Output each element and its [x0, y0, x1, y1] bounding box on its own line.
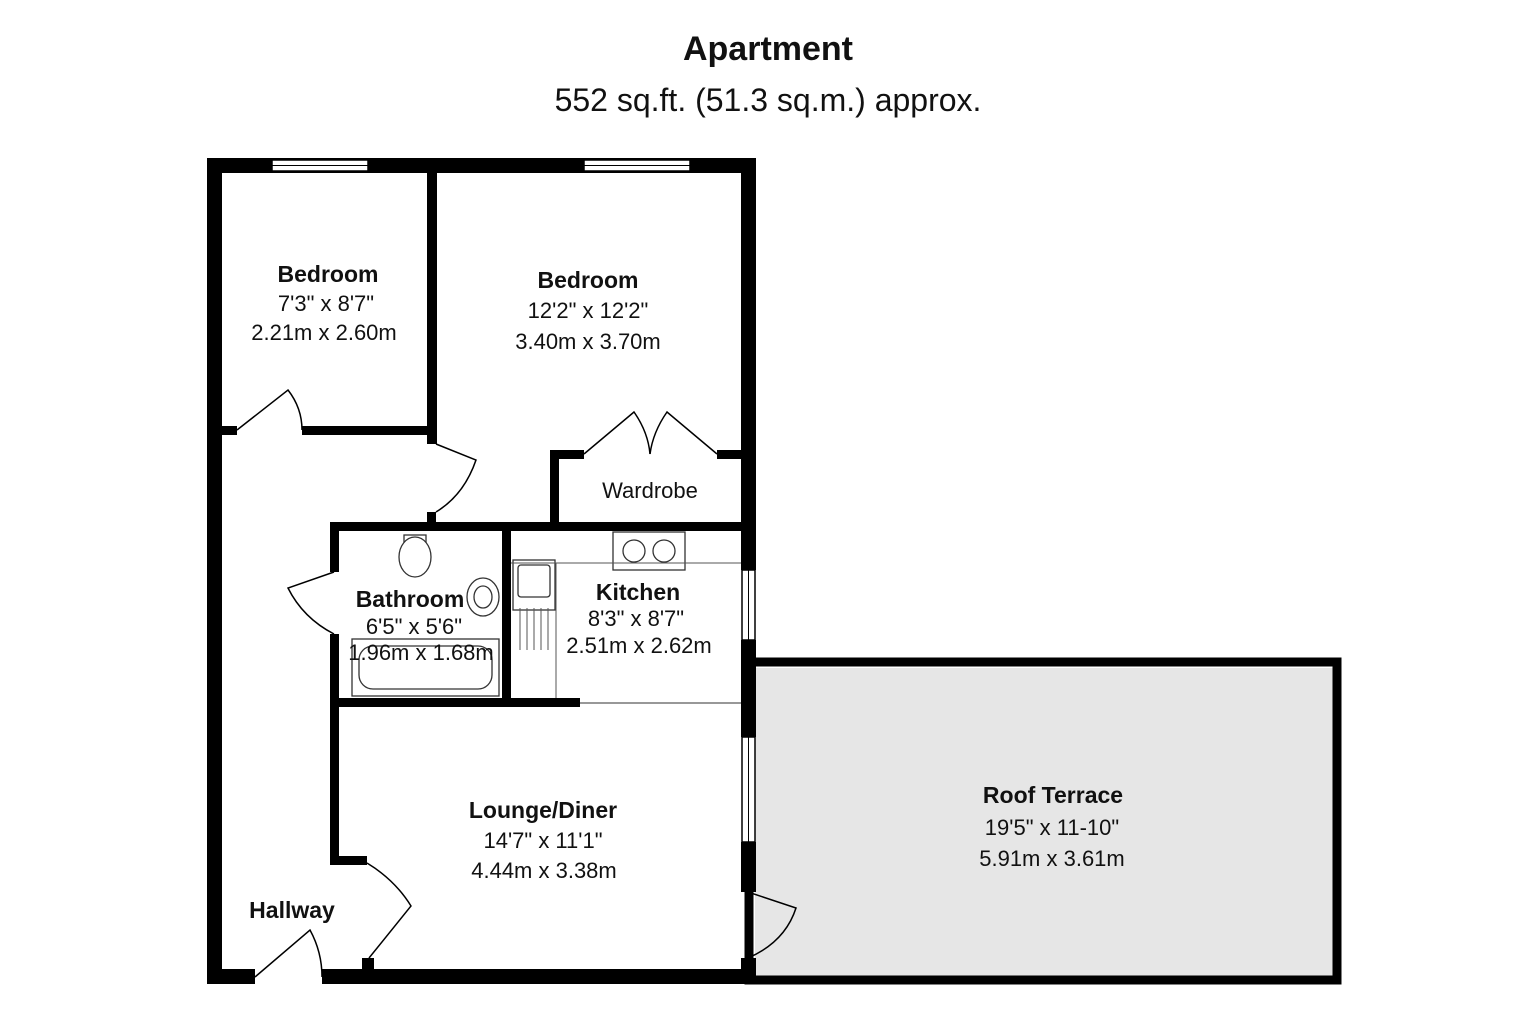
lounge-metric: 4.44m x 3.38m — [471, 858, 617, 883]
door-lounge — [366, 862, 412, 959]
basin-bowl-icon — [473, 585, 493, 609]
wardrobe-left-wall — [550, 450, 559, 525]
roof-terrace-area — [755, 668, 1333, 978]
bottom-wall-left — [207, 969, 255, 984]
right-wall-lower — [741, 842, 756, 892]
door-entrance — [254, 928, 323, 978]
door-bedroom1 — [236, 388, 303, 431]
lounge-imperial: 14'7" x 11'1" — [483, 828, 602, 853]
kitchen-sink-bowl-icon — [517, 564, 551, 598]
door-terrace — [747, 891, 797, 959]
bedroom1-wall-stub — [222, 426, 237, 435]
bedroom1-bottom-wall — [302, 426, 437, 435]
lounge-name: Lounge/Diner — [469, 797, 617, 823]
bedroom2-name: Bedroom — [538, 267, 639, 293]
bottom-wall-right — [322, 969, 756, 984]
hall-wall-stub — [427, 512, 436, 525]
bathroom-right-wall — [502, 522, 511, 707]
hallway-name: Hallway — [249, 897, 335, 923]
door-bathroom — [286, 571, 335, 635]
bathroom-left-wall-a — [330, 522, 339, 572]
left-wall — [207, 158, 222, 984]
fixtures — [351, 531, 686, 697]
bathroom-metric: 1.96m x 1.68m — [348, 640, 494, 665]
bedroom1-name: Bedroom — [278, 261, 379, 287]
windows — [271, 159, 756, 843]
bathroom-name: Bathroom — [356, 586, 465, 612]
door-wardrobe-left — [583, 410, 651, 455]
bedroom-divider-wall — [427, 158, 437, 444]
kitchen-metric: 2.51m x 2.62m — [566, 633, 712, 658]
wardrobe-name: Wardrobe — [602, 478, 698, 503]
hallway-notch-wall — [330, 856, 367, 865]
plan-title: Apartment — [682, 30, 854, 68]
wardrobe-top-wall-b — [717, 450, 741, 459]
bathroom-bottom-wall — [330, 698, 580, 707]
bedroom1-metric: 2.21m x 2.60m — [251, 320, 397, 345]
bathroom-left-wall-b — [330, 634, 339, 865]
plan-area: 552 sq.ft. (51.3 sq.m.) approx. — [554, 82, 982, 118]
hallway-door-jamb — [362, 958, 374, 978]
door-wardrobe-right — [649, 410, 718, 455]
terrace-metric: 5.91m x 3.61m — [979, 846, 1125, 871]
bathroom-imperial: 6'5" x 5'6" — [366, 614, 462, 639]
door-bedroom2 — [435, 443, 477, 513]
terrace-name: Roof Terrace — [983, 782, 1123, 808]
bathtub-inner-icon — [358, 645, 493, 690]
terrace-imperial: 19'5" x 11-10" — [985, 815, 1119, 840]
kitchen-counter — [511, 562, 741, 698]
right-wall-upper — [741, 158, 756, 570]
kitchen-imperial: 8'3" x 8'7" — [588, 606, 684, 631]
bedroom1-imperial: 7'3" x 8'7" — [278, 291, 374, 316]
kitchen-name: Kitchen — [596, 579, 680, 605]
bath-kitchen-top-wall — [330, 522, 741, 531]
doors — [236, 388, 797, 978]
toilet-bowl-icon — [398, 536, 432, 578]
bedroom2-imperial: 12'2" x 12'2" — [528, 298, 649, 323]
wardrobe-top-wall-a — [550, 450, 584, 459]
right-wall-mid — [741, 640, 756, 737]
hob-burner-right-icon — [652, 539, 676, 563]
room-labels: Bedroom 7'3" x 8'7" 2.21m x 2.60m Bedroo… — [249, 261, 1125, 923]
hob-burner-left-icon — [622, 539, 646, 563]
bedroom2-metric: 3.40m x 3.70m — [515, 329, 661, 354]
